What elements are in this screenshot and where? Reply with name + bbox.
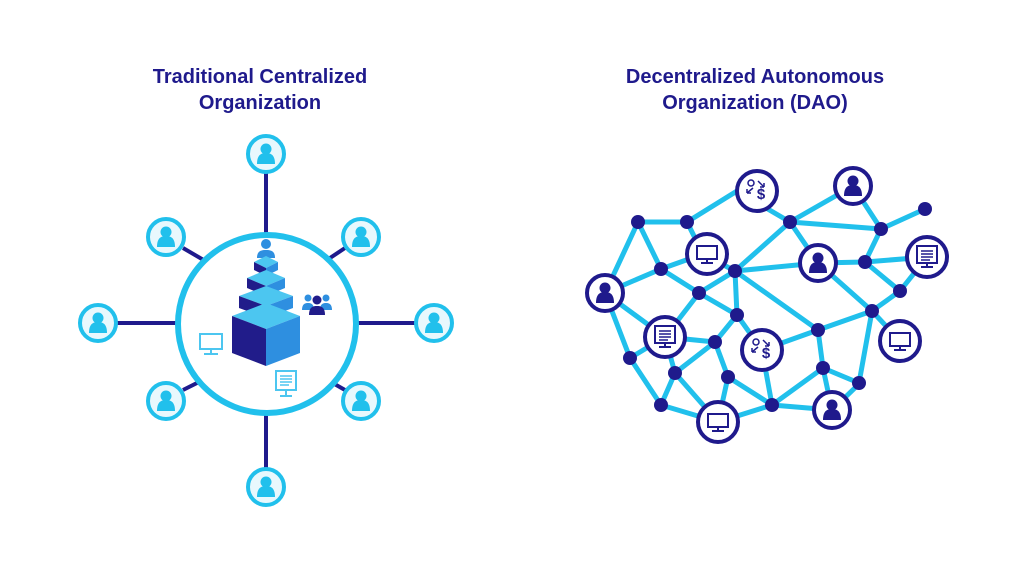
- dao-node-currency-top: [735, 169, 779, 213]
- dao-node-monitor-bottom: [696, 400, 740, 444]
- person-node-top-right: [341, 217, 381, 257]
- dao-node-monitor-right: [878, 319, 922, 363]
- dao-node-document-right: [905, 235, 949, 279]
- dao-node-monitor-upper: [685, 232, 729, 276]
- dao-node-person-left: [585, 273, 625, 313]
- dao-junction-nodes: [623, 202, 932, 412]
- person-node-left: [78, 303, 118, 343]
- dao-mesh-links: [602, 183, 930, 425]
- dao-title-line1: Decentralized Autonomous: [625, 66, 885, 88]
- document-monitor-icon: [275, 370, 297, 397]
- dao-diagram: [585, 166, 949, 444]
- centralized-title-line2: Organization: [198, 92, 322, 114]
- dao-node-person-bottom: [812, 390, 852, 430]
- dao-title: Decentralized Autonomous Organization (D…: [590, 64, 920, 116]
- person-node-top: [246, 134, 286, 174]
- person-node-top-left: [146, 217, 186, 257]
- centralized-title-line1: Traditional Centralized: [152, 66, 368, 88]
- dao-title-line2: Organization (DAO): [662, 92, 848, 114]
- team-icon: [302, 294, 332, 315]
- centralized-title: Traditional Centralized Organization: [110, 64, 410, 116]
- dao-node-currency-center: [740, 328, 784, 372]
- dao-node-document-left: [643, 315, 687, 359]
- person-node-right: [414, 303, 454, 343]
- hierarchy-pyramid-icon: [232, 239, 300, 366]
- dao-node-person-center: [798, 243, 838, 283]
- person-node-bottom-right: [341, 381, 381, 421]
- dao-node-person-top: [833, 166, 873, 206]
- centralized-diagram: [78, 134, 454, 507]
- monitor-icon: [199, 333, 223, 355]
- person-node-bottom-left: [146, 381, 186, 421]
- person-node-bottom: [246, 467, 286, 507]
